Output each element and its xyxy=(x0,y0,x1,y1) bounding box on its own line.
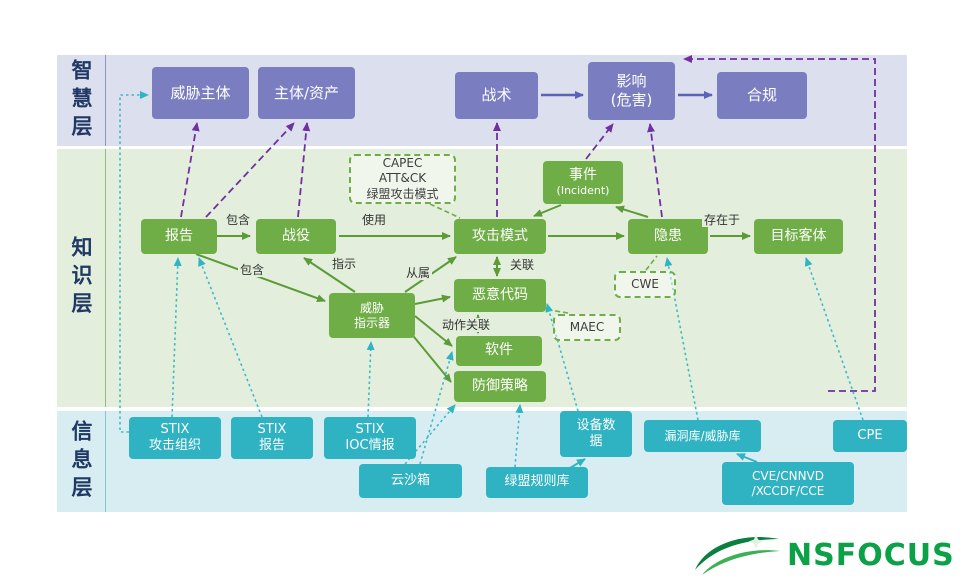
node-hidden-danger: 隐患 xyxy=(628,219,708,254)
node-vuln-threat-db-label: 漏洞库/威胁库 xyxy=(664,428,741,443)
node-device-data: 设备数 据 xyxy=(560,411,632,457)
node-stix-ioc-line1: STIX xyxy=(355,421,385,437)
node-stix-ioc: STIX IOC情报 xyxy=(324,417,416,459)
node-cve-cnnvd-line2: /XCCDF/CCE xyxy=(751,483,825,498)
node-tactic: 战术 xyxy=(455,72,538,119)
node-stix-report: STIX 报告 xyxy=(231,417,313,459)
node-cve-cnnvd-line1: CVE/CNNVD xyxy=(752,468,824,483)
node-maec-label: MAEC xyxy=(569,319,605,334)
nsfocus-logo-swoosh-icon xyxy=(695,534,780,575)
node-defense-strategy: 防御策略 xyxy=(454,371,546,402)
node-malicious-code-label: 恶意代码 xyxy=(472,286,528,303)
edge-label-contains-2: 包含 xyxy=(238,263,267,278)
knowledge-layer-label: 知识层 xyxy=(57,149,106,407)
wisdom-layer-label: 智慧层 xyxy=(57,55,106,146)
node-impact-sublabel: (危害) xyxy=(610,91,653,109)
node-subject-asset: 主体/资产 xyxy=(258,67,355,119)
node-device-data-line1: 设备数 xyxy=(576,417,616,433)
edge-label-belongs-to: 从属 xyxy=(404,266,433,281)
node-stix-attack-org: STIX 攻击组织 xyxy=(129,417,221,459)
node-vuln-threat-db: 漏洞库/威胁库 xyxy=(644,420,761,452)
node-nsfocus-rulebase: 绿盟规则库 xyxy=(486,467,588,498)
node-cloud-sandbox: 云沙箱 xyxy=(359,464,462,498)
node-threat-actor: 威胁主体 xyxy=(152,67,249,119)
node-stix-report-line2: 报告 xyxy=(258,438,285,453)
node-target-object-label: 目标客体 xyxy=(770,227,827,244)
node-incident: 事件 (Incident) xyxy=(543,161,623,204)
node-stix-attack-org-line1: STIX xyxy=(160,421,190,437)
node-maec: MAEC xyxy=(553,314,621,341)
node-incident-sublabel: (Incident) xyxy=(556,184,610,198)
node-hidden-danger-label: 隐患 xyxy=(654,227,682,244)
node-cve-cnnvd: CVE/CNNVD /XCCDF/CCE xyxy=(722,462,854,505)
node-threat-indicator-label: 威胁 xyxy=(359,300,384,315)
node-cloud-sandbox-label: 云沙箱 xyxy=(390,472,430,488)
node-attack-pattern: 攻击模式 xyxy=(454,219,546,254)
node-impact: 影响 (危害) xyxy=(588,62,675,120)
node-threat-indicator: 威胁 指示器 xyxy=(329,293,415,338)
node-capec-attck: CAPEC ATT&CK 绿盟攻击模式 xyxy=(349,154,456,204)
edge-label-action-relates: 动作关联 xyxy=(440,318,493,333)
node-threat-indicator-label2: 指示器 xyxy=(353,315,390,330)
node-malicious-code: 恶意代码 xyxy=(454,279,546,312)
node-tactic-label: 战术 xyxy=(481,86,512,105)
node-compliance: 合规 xyxy=(717,72,807,119)
node-nsfocus-rulebase-label: 绿盟规则库 xyxy=(504,474,570,490)
info-layer-label: 信息层 xyxy=(57,411,106,512)
node-incident-label: 事件 xyxy=(569,166,597,183)
node-device-data-line2: 据 xyxy=(589,434,603,449)
node-report-label: 报告 xyxy=(165,227,193,244)
node-stix-ioc-line2: IOC情报 xyxy=(345,438,395,453)
edge-label-relates: 关联 xyxy=(508,258,537,273)
node-report: 报告 xyxy=(141,219,217,254)
node-software: 软件 xyxy=(456,336,542,366)
edge-label-uses: 使用 xyxy=(360,213,389,228)
node-campaign: 战役 xyxy=(256,219,336,254)
node-cpe-label: CPE xyxy=(857,427,883,443)
nsfocus-logo: NSFOCUS xyxy=(692,534,955,576)
node-defense-strategy-label: 防御策略 xyxy=(472,377,528,394)
node-cwe-label: CWE xyxy=(631,276,659,291)
node-stix-report-line1: STIX xyxy=(257,421,287,437)
node-stix-attack-org-line2: 攻击组织 xyxy=(148,438,201,453)
node-threat-actor-label: 威胁主体 xyxy=(170,83,231,102)
node-subject-asset-label: 主体/资产 xyxy=(273,83,340,102)
node-target-object: 目标客体 xyxy=(754,219,843,254)
nsfocus-logo-text: NSFOCUS xyxy=(787,537,955,573)
edge-label-indicates: 指示 xyxy=(330,257,359,272)
node-attack-pattern-label: 攻击模式 xyxy=(472,227,528,244)
node-campaign-label: 战役 xyxy=(282,227,310,244)
node-capec-line2: ATT&CK xyxy=(378,171,427,186)
node-capec-line1: CAPEC xyxy=(382,155,423,170)
edge-label-contains-1: 包含 xyxy=(224,213,253,228)
edge-label-exists-in: 存在于 xyxy=(702,213,743,228)
node-capec-line3: 绿盟攻击模式 xyxy=(366,186,439,201)
knowledge-layer-band: 知识层 xyxy=(57,149,907,407)
node-impact-label: 影响 xyxy=(616,72,647,91)
node-software-label: 软件 xyxy=(485,342,513,359)
node-cpe: CPE xyxy=(833,420,907,452)
node-cwe: CWE xyxy=(614,271,676,298)
node-compliance-label: 合规 xyxy=(746,86,777,105)
